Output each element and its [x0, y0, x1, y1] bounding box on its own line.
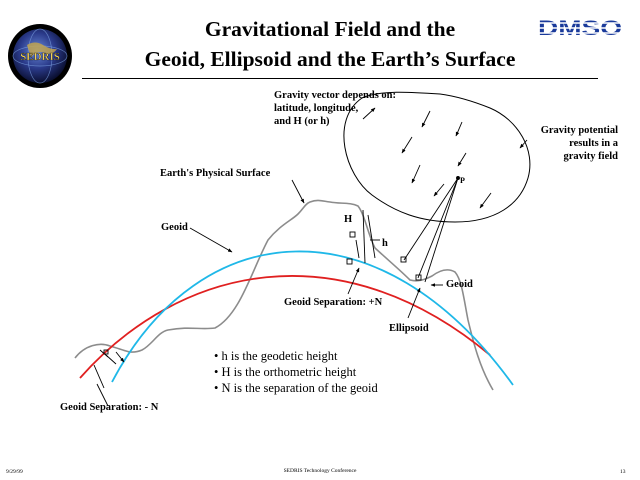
point-p-lines: [403, 176, 460, 283]
dmso-logo: DMSO: [537, 17, 623, 39]
geoid-curve: [111, 250, 514, 386]
bullet-item: • H is the orthometric height: [214, 365, 357, 379]
label-leaders: [189, 107, 528, 319]
bullet-item: • h is the geodetic height: [214, 349, 338, 363]
gravity-field-outline: [343, 91, 531, 223]
geoid-left-label: Geoid: [161, 222, 188, 233]
earth-physical-surface: [74, 199, 494, 391]
footer-date: 9/29/99: [6, 469, 23, 475]
geoid-right-label: Geoid: [446, 279, 473, 290]
footer-conference: SEDRIS Technology Conference: [283, 468, 357, 474]
ellipsoid-curve: [79, 275, 491, 379]
height-markers: [346, 209, 422, 281]
gravity-field-arrows: [401, 110, 492, 209]
gravity-potential-label: Gravity potential results in a gravity f…: [540, 125, 618, 162]
ellipsoid-label: Ellipsoid: [389, 323, 429, 334]
geoid-separation-negative-label: Geoid Separation: - N: [60, 402, 159, 413]
point-p-label: P: [460, 176, 465, 185]
bullet-item: • N is the separation of the geoid: [214, 381, 378, 395]
slide-title: Gravitational Field and the Geoid, Ellip…: [95, 14, 565, 74]
title-rule: [82, 78, 598, 79]
physical-surface-label: Earth's Physical Surface: [160, 168, 271, 179]
h-label: h: [382, 238, 388, 249]
footer-page-number: 13: [620, 469, 626, 475]
geoid-separation-negative-marker: [93, 349, 125, 407]
title-line-1: Gravitational Field and the: [204, 17, 456, 41]
definition-bullets: • h is the geodetic height • H is the or…: [214, 348, 378, 396]
geoid-separation-positive-label: Geoid Separation: +N: [284, 297, 383, 308]
gravity-vector-label: Gravity vector depends on: latitude, lon…: [274, 90, 397, 127]
sedris-logo-text: SEDRIS: [20, 51, 60, 63]
title-line-2: Geoid, Ellipsoid and the Earth’s Surface: [144, 47, 516, 71]
H-label: H: [344, 214, 353, 225]
sedris-logo: SEDRIS: [8, 24, 72, 88]
